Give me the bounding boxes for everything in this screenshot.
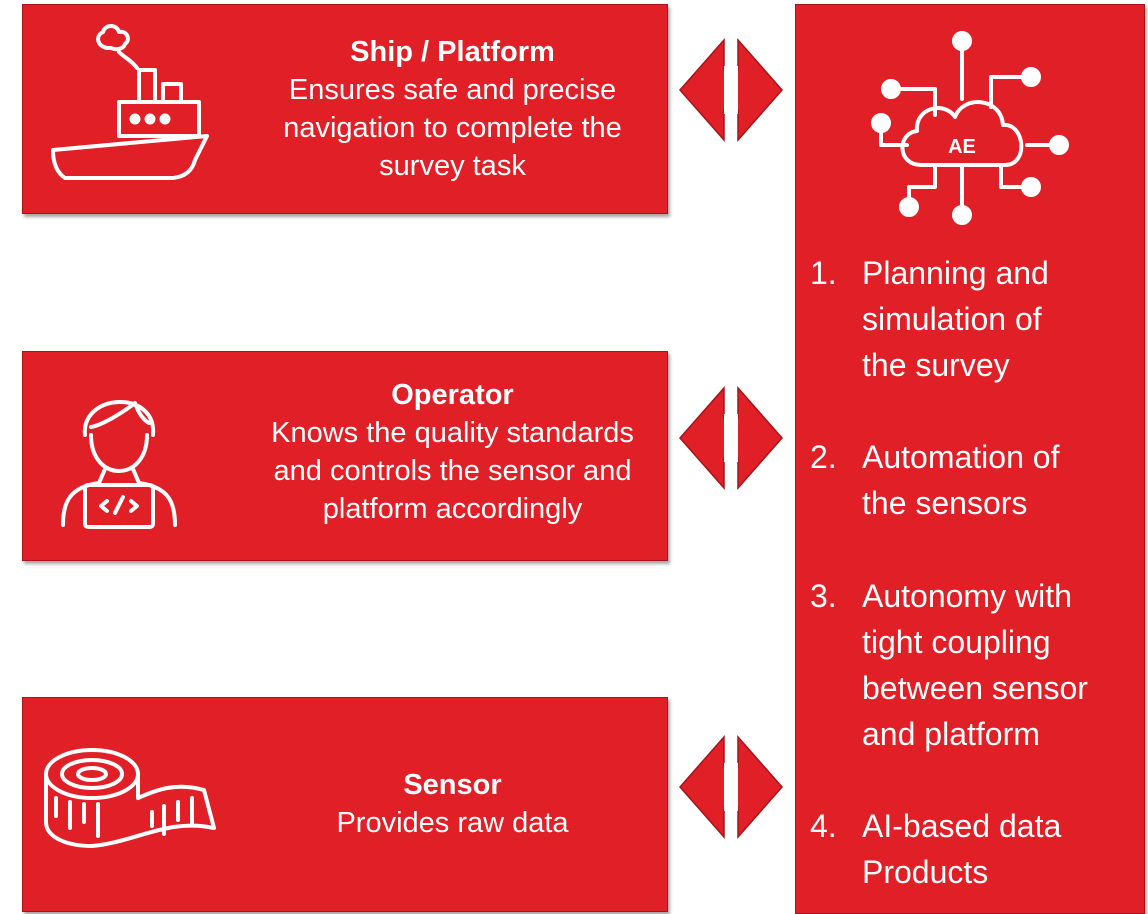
ship-text: Ship / Platform Ensures safe and precise…: [248, 33, 657, 185]
ae-list-item: 4. AI-based data Products: [810, 803, 1061, 895]
double-arrow-icon: [679, 386, 783, 490]
ae-list-item: 3. Autonomy with tight coupling between …: [810, 573, 1088, 757]
ae-box: AE 1. Planning and simulation of the sur…: [795, 4, 1145, 914]
operator-description: Knows the quality standards and controls…: [271, 417, 634, 525]
ae-list-item: 2. Automation of the sensors: [810, 434, 1059, 526]
ae-item-text: Planning and simulation of the survey: [862, 255, 1049, 383]
ae-item-number: 1.: [810, 255, 837, 291]
ae-item-number: 3.: [810, 578, 837, 614]
ship-platform-box: Ship / Platform Ensures safe and precise…: [22, 4, 668, 214]
ae-item-number: 2.: [810, 439, 837, 475]
ae-list-item: 1. Planning and simulation of the survey: [810, 250, 1049, 388]
operator-laptop-icon: [61, 400, 177, 529]
double-arrow-icon: [679, 735, 783, 839]
ai-cloud-network-icon: AE: [871, 31, 1069, 225]
ship-title: Ship / Platform: [350, 36, 555, 68]
ae-item-text: Automation of the sensors: [862, 439, 1060, 521]
sensor-description: Provides raw data: [336, 807, 569, 839]
operator-box: Operator Knows the quality standards and…: [22, 351, 668, 561]
sensor-title: Sensor: [403, 769, 502, 801]
measuring-tape-icon: [44, 748, 216, 848]
ae-item-text: Autonomy with tight coupling between sen…: [862, 578, 1088, 752]
ae-item-text: AI-based data Products: [862, 808, 1062, 890]
sensor-text: Sensor Provides raw data: [248, 766, 657, 842]
operator-text: Operator Knows the quality standards and…: [248, 376, 657, 528]
ship-description: Ensures safe and precise navigation to c…: [283, 74, 622, 182]
operator-title: Operator: [391, 379, 514, 411]
double-arrow-icon: [679, 38, 783, 142]
ae-item-number: 4.: [810, 808, 837, 844]
svg-text:AE: AE: [948, 136, 976, 158]
sensor-box: Sensor Provides raw data: [22, 697, 668, 912]
ship-icon: [51, 24, 209, 180]
